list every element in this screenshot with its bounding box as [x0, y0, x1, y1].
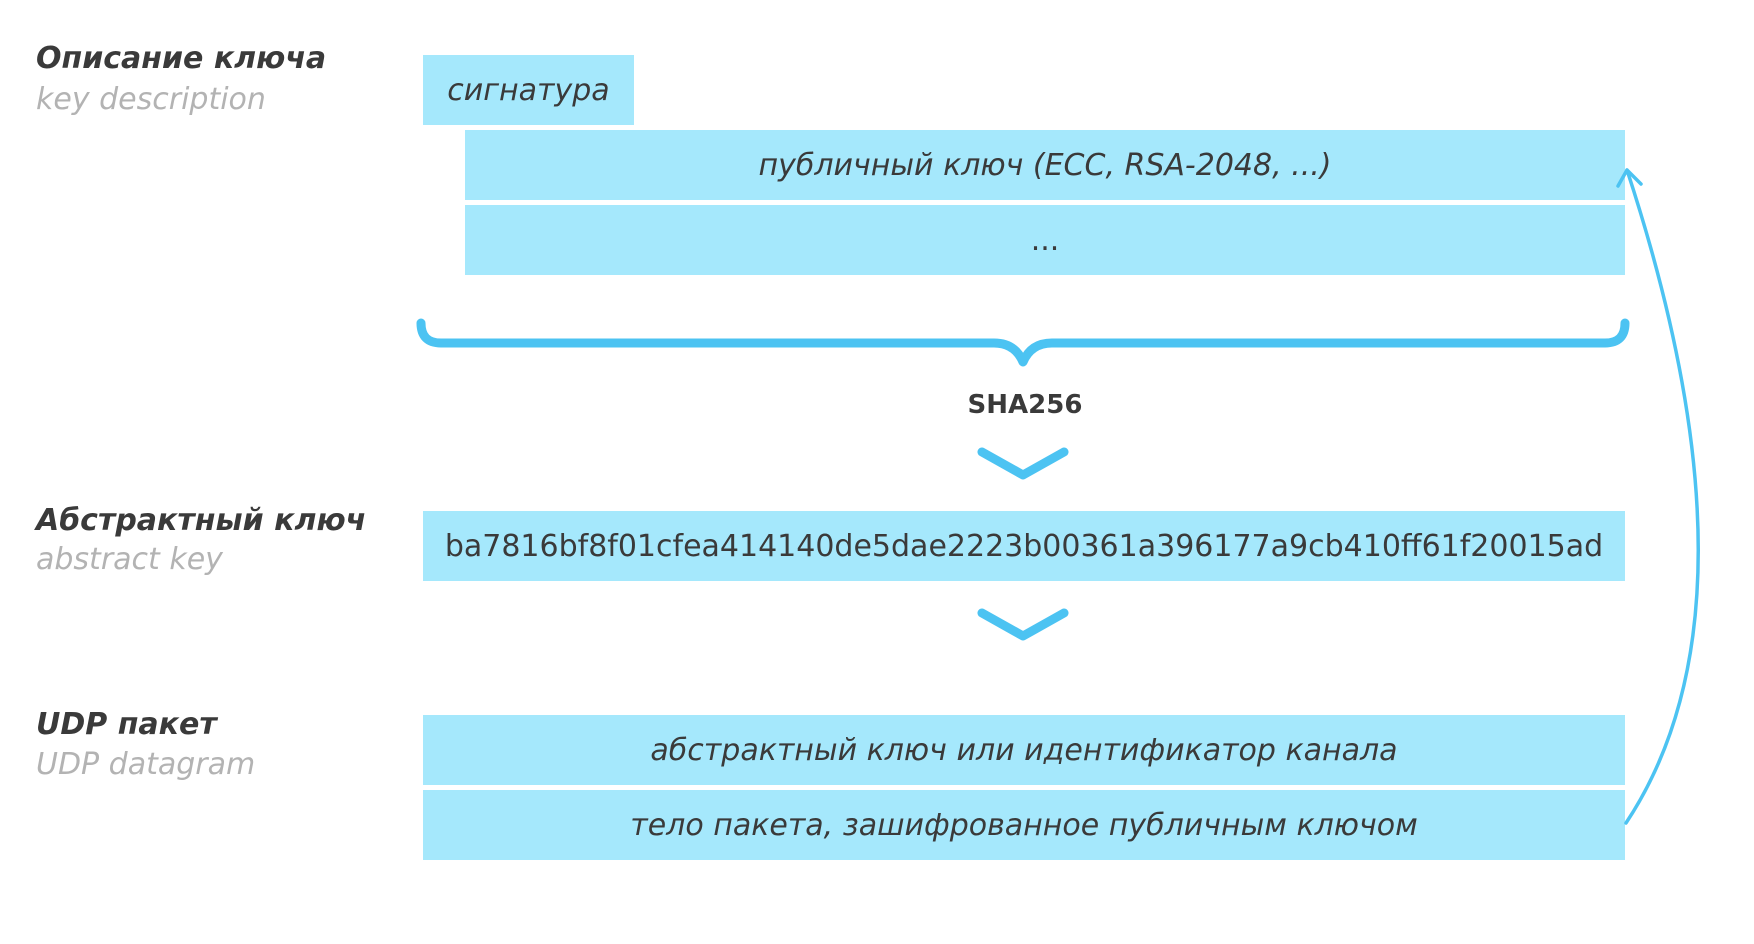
udp-packet-title: UDP пакет	[36, 707, 217, 742]
brace-connector	[416, 318, 1630, 367]
public-key-box: публичный ключ (ECC, RSA-2048, ...)	[465, 130, 1625, 200]
chevron-down-icon	[977, 447, 1069, 480]
key-description-subtitle: key description	[36, 82, 266, 117]
abstract-key-subtitle: abstract key	[36, 542, 223, 577]
encryption-curve-arrow	[1624, 168, 1700, 825]
abstract-key-title: Абстрактный ключ	[36, 503, 367, 538]
udp-packet-subtitle: UDP datagram	[36, 747, 256, 782]
abstract-key-box: ba7816bf8f01cfea414140de5dae2223b00361a3…	[423, 511, 1625, 581]
sha256-label: SHA256	[967, 390, 1083, 420]
ellipsis-box: ...	[465, 205, 1625, 275]
key-description-title: Описание ключа	[36, 41, 327, 76]
arrowhead-icon	[1616, 168, 1643, 188]
udp-body-box: тело пакета, зашифрованное публичным клю…	[423, 790, 1625, 860]
chevron-down-icon	[977, 608, 1069, 641]
signature-box: сигнатура	[423, 55, 634, 125]
udp-key-or-channel-box: абстрактный ключ или идентификатор канал…	[423, 715, 1625, 785]
